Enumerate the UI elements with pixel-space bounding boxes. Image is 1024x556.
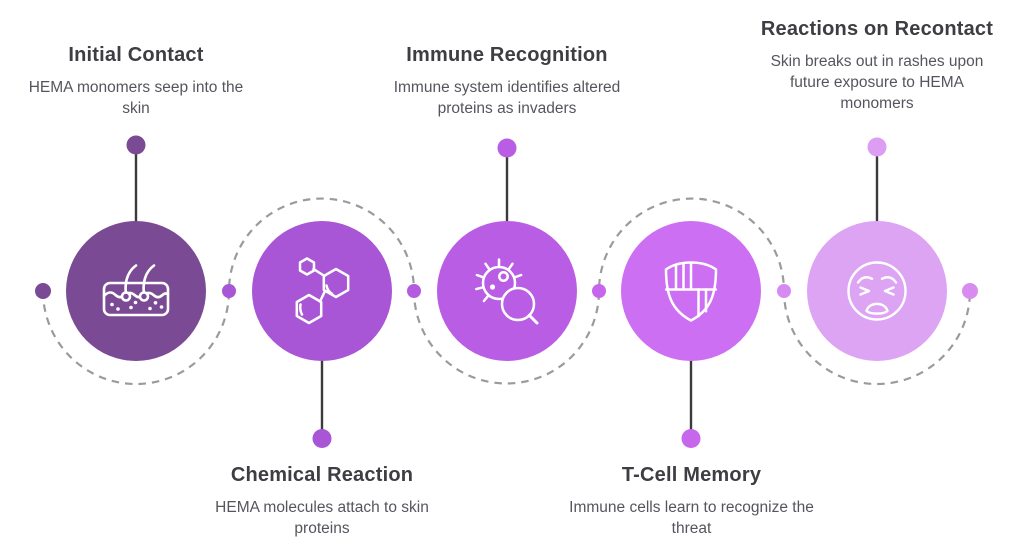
connector-right-end-dot: [962, 283, 978, 299]
face-outline: [847, 261, 907, 321]
molecule-bond-1: [312, 267, 326, 278]
step-1-circle: [66, 221, 206, 361]
molecule-small-hexagon: [298, 257, 316, 276]
step-4-circle: [621, 221, 761, 361]
left-closed-eye: [859, 286, 871, 296]
molecule-ring-mark-2: [298, 303, 304, 316]
step-4-stem-dot: [681, 429, 701, 448]
step-5-description: Skin breaks out in rashes upon future ex…: [770, 53, 984, 112]
hair-follicle-2: [138, 291, 150, 302]
magnifier-lens: [500, 286, 536, 322]
shield-upper-stripes: [674, 261, 693, 291]
molecule-ring-mark-1: [325, 284, 334, 296]
hair-follicle-1: [120, 291, 132, 302]
molecule-hexagon-1: [322, 267, 350, 299]
germ-nucleus: [498, 271, 509, 282]
right-eyebrow: [880, 276, 898, 284]
dashed-connector-path: [41, 197, 972, 386]
weary-face-icon: [847, 261, 907, 321]
step-4-description: Immune cells learn to recognize the thre…: [569, 499, 814, 537]
open-frown-mouth: [865, 302, 889, 315]
right-closed-eye: [883, 286, 895, 296]
step-4-title: T-Cell Memory: [621, 464, 762, 486]
connector-mid-dot-4: [777, 284, 791, 298]
step-1-stem-dot: [126, 135, 146, 155]
germ-speck: [489, 284, 496, 290]
skin-pores: [110, 300, 164, 311]
step-3-description: Immune system identifies altered protein…: [393, 79, 621, 117]
step-1-title: Initial Contact: [68, 44, 204, 66]
germ-spikes: [475, 258, 523, 303]
step-4-label: T-Cell Memory Immune cells learn to reco…: [569, 462, 814, 539]
molecule-bond-2: [318, 289, 327, 303]
germ-magnifier-icon: [475, 258, 539, 325]
step-5-label: Reactions on Recontact Skin breaks out i…: [758, 16, 996, 114]
step-3-title: Immune Recognition: [406, 44, 608, 66]
connector-left-end-dot: [35, 283, 51, 299]
step-2-description: HEMA molecules attach to skin proteins: [215, 499, 429, 537]
step-1-description: HEMA monomers seep into the skin: [28, 79, 244, 117]
skin-icon: [102, 264, 170, 317]
shield-lower-stripes: [697, 288, 708, 318]
molecule-icon: [295, 257, 350, 325]
connector-mid-dot-1: [222, 284, 236, 298]
connector-mid-dot-3: [592, 284, 606, 298]
step-2-label: Chemical Reaction HEMA molecules attach …: [202, 462, 442, 539]
skin-block: [102, 281, 170, 317]
shield-icon: [664, 261, 718, 322]
step-5-circle: [807, 221, 947, 361]
step-2-title: Chemical Reaction: [230, 464, 414, 486]
step-3-stem-dot: [497, 138, 517, 158]
connector-mid-dot-2: [407, 284, 421, 298]
step-2-circle: [252, 221, 392, 361]
step-5-title: Reactions on Recontact: [760, 18, 994, 40]
step-5-stem-dot: [867, 137, 887, 157]
molecule-hexagon-2: [295, 293, 323, 325]
left-eyebrow: [856, 276, 874, 284]
step-3-label: Immune Recognition Immune system identif…: [392, 42, 622, 119]
step-1-label: Initial Contact HEMA monomers seep into …: [21, 42, 251, 119]
shield-outline: [664, 261, 718, 322]
magnifier-handle: [527, 313, 539, 325]
step-2-stem-dot: [312, 429, 332, 448]
